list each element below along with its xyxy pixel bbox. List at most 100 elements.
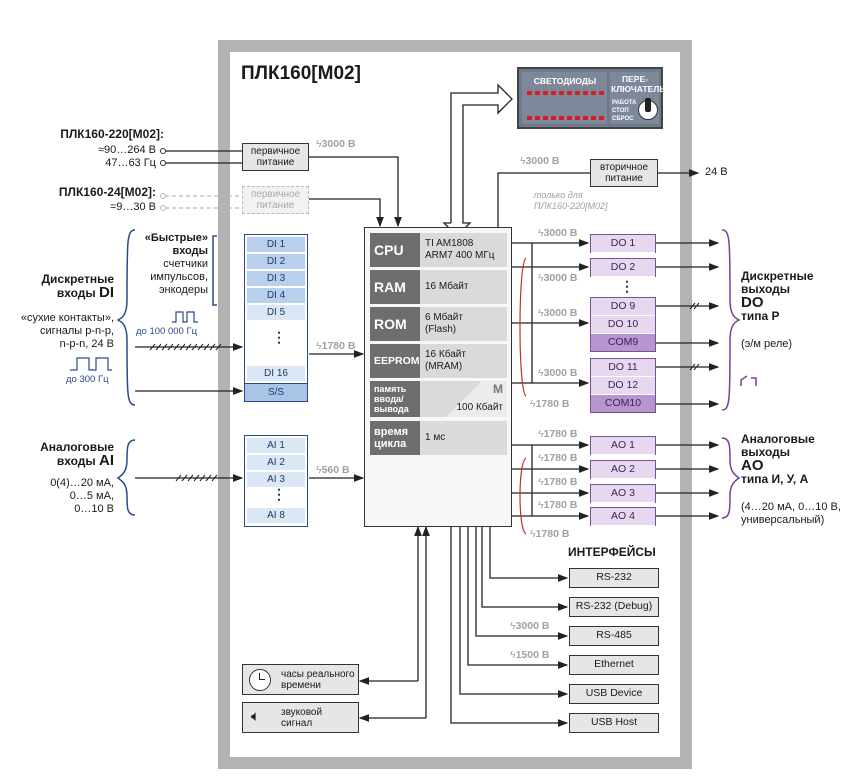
ao-isolation: ϟ1780 В: [538, 499, 577, 511]
ao-title: Аналоговые выходы AO типа И, У, А: [741, 433, 815, 486]
rom-value-2: (Flash): [425, 324, 457, 335]
do-group-isolation: ϟ1780 В: [530, 398, 569, 410]
fast-desc-2: импульсов,: [150, 271, 208, 283]
do-channel: DO 1: [590, 234, 656, 253]
io-memory-value: M 100 Кбайт: [420, 381, 507, 417]
rtc-label-2: времени: [281, 679, 321, 691]
rom-value: 6 Мбайт(Flash): [420, 307, 507, 341]
ao-isolation-value: 1780 В: [543, 452, 578, 464]
led-indicator: [583, 91, 588, 95]
speaker-icon: 🔈︎: [251, 708, 261, 725]
ai-isolation: ϟ560 В: [316, 464, 350, 476]
do-type: типа Р: [741, 309, 780, 323]
ao-channel: AO 4: [590, 507, 656, 526]
eeprom-key: EEPROM: [370, 344, 420, 378]
di-title-2: входы: [56, 286, 96, 300]
interface-usb-device: USB Device: [569, 684, 659, 704]
secondary-output: 24 В: [705, 166, 728, 178]
ai-channel: AI 1: [247, 438, 305, 453]
di-freq: до 300 Гц: [66, 374, 109, 385]
led-indicator: [575, 116, 580, 120]
switch-label-1: ПЕРЕ-: [622, 74, 648, 84]
switch-pos-reset: СБРОС: [612, 116, 634, 122]
ram-key: RAM: [370, 270, 420, 304]
fast-title-2: входы: [172, 245, 208, 257]
rom-value-1: 6 Мбайт: [425, 312, 463, 323]
do-1: DO 1: [591, 235, 655, 253]
mode-switch-icon[interactable]: [638, 98, 658, 120]
rtc-label-1: часы реального: [281, 668, 355, 680]
lightning-icon: ϟ: [530, 398, 536, 410]
ethernet-isolation-value: 1500 В: [515, 649, 550, 661]
secondary-isolation-value: 3000 В: [525, 155, 560, 167]
do-isolation-value: 3000 В: [543, 367, 578, 379]
ai-desc-1: 0(4)…20 мА,: [50, 477, 114, 489]
cycle-key-2: цикла: [374, 438, 407, 450]
buzzer-label-1: звуковой: [281, 706, 323, 718]
di-ellipsis: ⋮: [272, 329, 286, 345]
lightning-icon: ϟ: [510, 649, 516, 661]
rom-row: ROM 6 Мбайт(Flash): [370, 307, 507, 341]
ai-channel: AI 3: [247, 472, 305, 487]
di-ss: S/S: [245, 383, 307, 401]
primary-supply-24-label-2: питание: [256, 200, 295, 211]
ao-title-1: Аналоговые: [741, 432, 815, 446]
interface-rs232-debug: RS-232 (Debug): [569, 597, 659, 617]
power-220-frequency: 47…63 Гц: [105, 157, 156, 169]
lightning-icon: ϟ: [538, 272, 544, 284]
ai-channel: AI 8: [247, 508, 305, 523]
ao-group-isolation-value: 1780 В: [535, 528, 570, 540]
do-2: DO 2: [591, 259, 655, 277]
io-key-3: вывода: [374, 404, 409, 414]
led-indicator: [567, 91, 572, 95]
io-memory-tag: M: [493, 382, 503, 396]
lightning-icon: ϟ: [538, 227, 544, 239]
ai-panel: AI 1 AI 2 AI 3 ⋮ AI 8: [244, 435, 308, 527]
eeprom-value-2: (MRAM): [425, 361, 463, 372]
lightning-icon: ϟ: [316, 138, 322, 150]
led-indicator: [559, 91, 564, 95]
ao-channel: AO 3: [590, 484, 656, 503]
di-channel: DI 3: [247, 271, 305, 286]
di-title: Дискретные входы DI: [20, 272, 115, 300]
ai-desc: 0(4)…20 мА, 0…5 мА, 0…10 В: [10, 477, 114, 516]
lightning-icon: ϟ: [538, 476, 544, 488]
primary-isolation: ϟ3000 В: [316, 138, 355, 150]
front-panel: СВЕТОДИОДЫ ПЕРЕ-КЛЮЧАТЕЛЬ РАБОТА СТОП СБ…: [517, 67, 665, 129]
ao-isolation: ϟ1780 В: [538, 428, 577, 440]
rs485-isolation-value: 3000 В: [515, 620, 550, 632]
do-isolation-value: 3000 В: [543, 227, 578, 239]
eeprom-value: 16 Кбайт(MRAM): [420, 344, 507, 378]
leds-label: СВЕТОДИОДЫ: [533, 76, 597, 86]
di-channel: DI 1: [247, 237, 305, 252]
led-indicator: [599, 116, 604, 120]
led-indicator: [551, 116, 556, 120]
primary-isolation-value: 3000 В: [321, 138, 356, 150]
ram-value: 16 Мбайт: [420, 270, 507, 304]
secondary-supply-label-1: вторичное: [599, 162, 649, 173]
di-desc: «сухие контакты», сигналы p-n-p, n-p-n, …: [10, 312, 114, 351]
secondary-note-1: только для: [534, 190, 583, 200]
ao-type-desc: (4…20 мА, 0…10 В, универсальный): [741, 501, 841, 527]
io-key-2: ввода/: [374, 394, 404, 404]
di-channel: DI 5: [247, 305, 305, 320]
secondary-isolation: ϟ3000 В: [520, 155, 559, 167]
do-group-com10: DO 11 DO 12 COM10: [590, 358, 656, 413]
do-isolation: ϟ3000 В: [538, 367, 577, 379]
fast-freq: до 100 000 Гц: [136, 326, 198, 337]
led-indicator: [543, 91, 548, 95]
cycle-key-1: время: [374, 426, 409, 438]
fast-desc-3: энкодеры: [158, 284, 208, 296]
led-indicator: [591, 91, 596, 95]
di-panel: DI 1 DI 2 DI 3 DI 4 DI 5 ⋮ DI 16 S/S: [244, 234, 308, 402]
ai-desc-2: 0…5 мА,: [69, 490, 114, 502]
cpu-value-1: TI AM1808: [425, 238, 474, 249]
di-channel: DI 16: [247, 366, 305, 381]
led-indicator: [527, 91, 532, 95]
